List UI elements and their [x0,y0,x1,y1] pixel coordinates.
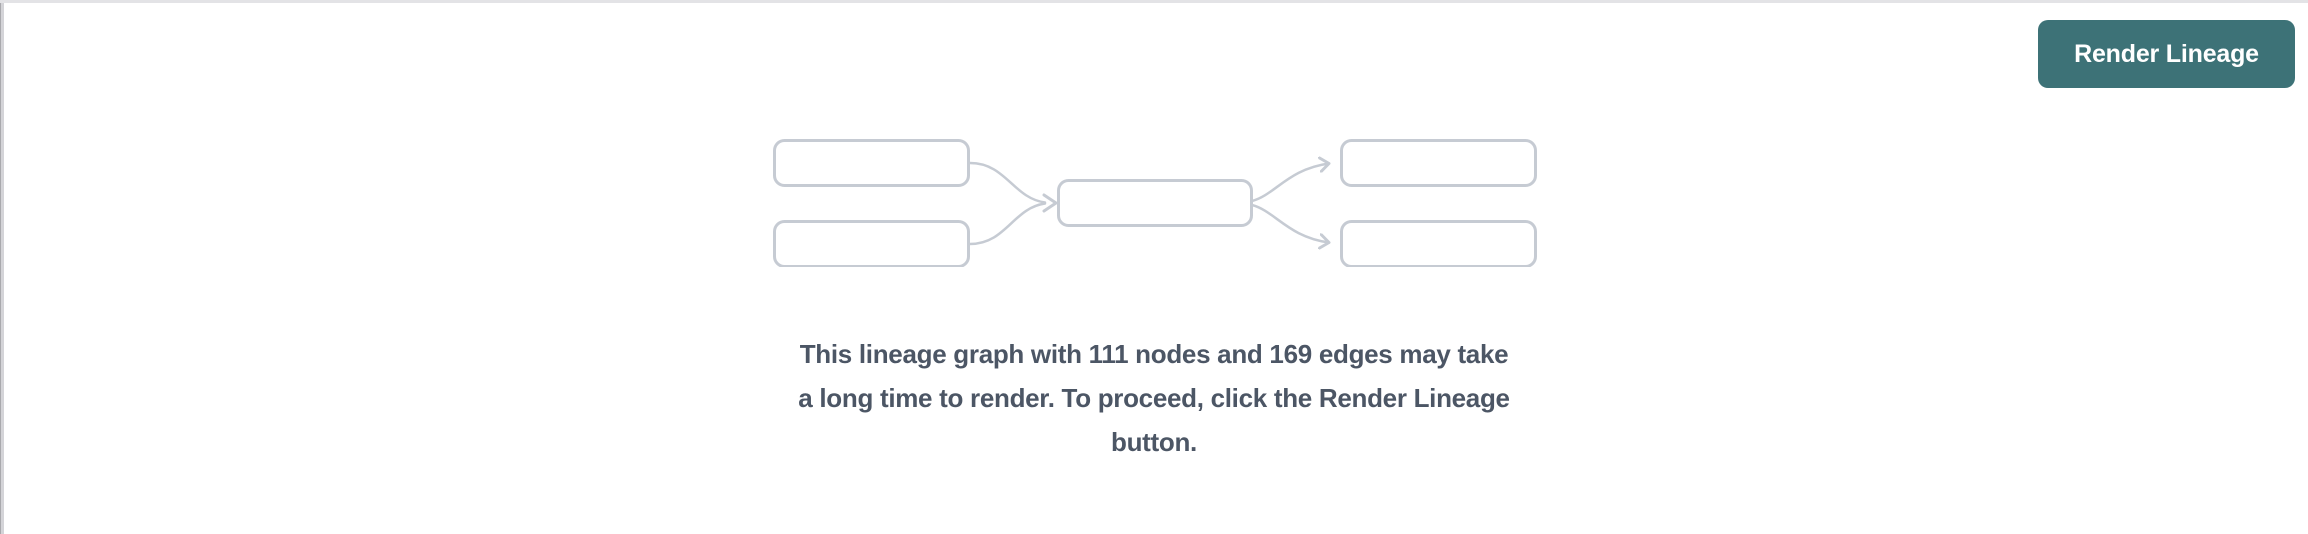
lineage-warning-line-3: button. [1111,427,1197,457]
placeholder-node [1340,139,1537,187]
placeholder-edge [1250,203,1329,243]
placeholder-node [773,139,970,187]
lineage-warning-message: This lineage graph with 111 nodes and 16… [0,332,2308,464]
placeholder-node [773,220,970,267]
render-lineage-button[interactable]: Render Lineage [2038,20,2295,88]
placeholder-node [1057,179,1253,227]
placeholder-node [1340,220,1537,267]
lineage-warning-line-1: This lineage graph with 111 nodes and 16… [799,339,1509,369]
left-panel-divider [0,3,4,534]
arrowhead-icon [1042,193,1058,213]
lineage-graph-placeholder-illustration [773,139,1537,267]
placeholder-edge [968,161,1047,204]
lineage-warning-line-2: a long time to render. To proceed, click… [798,383,1510,413]
top-divider [0,0,2308,3]
placeholder-edge [1250,164,1329,203]
placeholder-edge [968,202,1047,246]
